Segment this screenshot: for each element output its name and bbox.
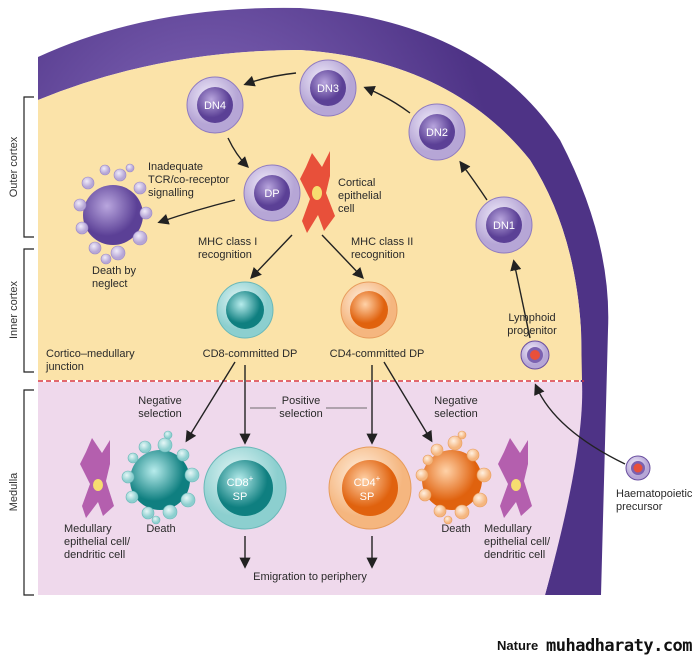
death-left-label: Death — [146, 523, 175, 535]
inner-cortex-bracket — [23, 248, 34, 373]
medulla-bracket — [23, 389, 34, 596]
lymphoid-progenitor-cell — [520, 340, 550, 370]
dn2-cell: DN2 — [408, 103, 466, 161]
cd4-committed-dp-label: CD4-committed DP — [330, 348, 425, 360]
medullary-epithelial-cell-left — [80, 438, 114, 518]
svg-text:CD8+: CD8+ — [227, 474, 254, 489]
svg-text:DN4: DN4 — [204, 100, 226, 112]
cd8-sp-cell: CD8+ SP — [203, 446, 287, 530]
cortical-epithelial-cell — [300, 151, 335, 233]
svg-text:SP: SP — [360, 491, 375, 503]
apoptotic-cell-cd8 — [121, 430, 200, 525]
medullary-epithelial-cell-right — [498, 438, 532, 518]
medulla-region — [38, 382, 583, 595]
footer: Nature muhadharaty.com — [0, 636, 700, 660]
cd4-committed-dp-cell — [340, 281, 398, 339]
thymocyte-development-diagram: Outer cortex Inner cortex Medulla DN4 DN… — [8, 7, 693, 596]
svg-text:DN1: DN1 — [493, 220, 515, 232]
svg-text:DN2: DN2 — [426, 127, 448, 139]
apoptotic-cell-neglect — [73, 163, 153, 265]
svg-text:CD4+: CD4+ — [354, 474, 381, 489]
emigration-label: Emigration to periphery — [253, 571, 367, 583]
medulla-label: Medulla — [8, 472, 20, 511]
thymus-capsule — [38, 7, 609, 595]
dn4-cell: DN4 — [186, 76, 244, 134]
svg-text:DN3: DN3 — [317, 83, 339, 95]
death-right-label: Death — [441, 523, 470, 535]
cd4-sp-cell: CD4+ SP — [328, 446, 412, 530]
cd8-committed-dp-cell — [216, 281, 274, 339]
svg-text:DP: DP — [264, 188, 279, 200]
outer-cortex-bracket — [23, 96, 34, 238]
dp-cell: DP — [243, 164, 301, 222]
inner-cortex-label: Inner cortex — [8, 280, 20, 339]
apoptotic-cell-cd4 — [415, 430, 492, 525]
haematopoietic-precursor-cell — [625, 455, 651, 481]
cd8-committed-dp-label: CD8-committed DP — [203, 348, 298, 360]
dn3-cell: DN3 — [299, 59, 357, 117]
watermark-site: muhadharaty.com — [546, 636, 693, 656]
source-credit: Nature — [497, 638, 539, 653]
outer-cortex-label: Outer cortex — [8, 136, 20, 197]
arrows — [157, 72, 626, 569]
dn1-cell: DN1 — [475, 196, 533, 254]
svg-text:SP: SP — [233, 491, 248, 503]
